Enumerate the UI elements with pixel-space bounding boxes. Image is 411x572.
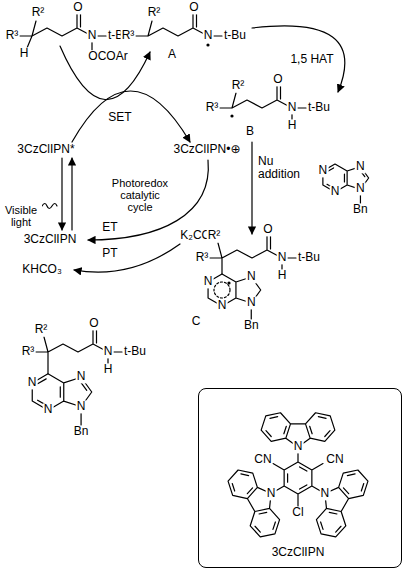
atom-label: N (103, 345, 114, 358)
atom-label: N (355, 160, 366, 173)
substituent-label: R² (34, 323, 49, 336)
carbazole-ring (306, 462, 372, 543)
atom-label: N (76, 371, 87, 384)
substituent-label: R² (31, 6, 46, 19)
atom-label: N (76, 400, 87, 413)
atom-label: N (266, 487, 277, 500)
atom-label: O (272, 73, 283, 86)
atom-label: N (203, 275, 214, 288)
step-label: SET (107, 111, 132, 124)
atom-label: O (262, 223, 273, 236)
substituent-label: R² (231, 79, 246, 92)
radical-dot (230, 114, 233, 117)
atom-label: N (277, 251, 288, 264)
atom-label: Cl (291, 506, 304, 519)
group-label: t-Bu (223, 29, 247, 42)
pt-arrow (74, 244, 180, 272)
catalyst-label: 3CzClIPN (23, 233, 78, 246)
atom-label: N (43, 404, 54, 417)
atom-label: O (88, 317, 99, 330)
excitation-arrow (71, 158, 72, 230)
group-label: t-Bu (123, 345, 147, 358)
atom-label: H (287, 119, 298, 132)
step-label: ET (101, 221, 118, 234)
relaxation-arrow (61, 158, 62, 230)
step-label: PT (101, 247, 118, 260)
group-label: t-Bu (307, 101, 331, 114)
group-label: Bn (73, 425, 90, 438)
substituent-label: R³ (195, 251, 210, 264)
light-wave (42, 204, 57, 209)
group-label: OCOAr (87, 50, 128, 63)
atom-label: H (19, 47, 30, 60)
compound-name: 3CzClIPN (271, 546, 326, 559)
et-arrow (88, 160, 208, 240)
radical-dot (206, 43, 209, 46)
atom-label: N (287, 101, 298, 114)
atom-label: N (217, 300, 228, 313)
substituent-label: R³ (205, 101, 220, 114)
reagent-label: KHCO₃ (21, 263, 63, 276)
delocalized-radical (214, 282, 230, 298)
nitrile-label: CN (253, 453, 272, 466)
adduct-bonds (209, 235, 296, 274)
group-label: t-Bu (297, 251, 321, 264)
light-label: Visible light (0, 204, 42, 228)
substituent-label: R² (147, 6, 162, 19)
substituent-label: R³ (21, 345, 36, 358)
nitrile-label: CN (325, 453, 344, 466)
cycle-label: Photoredox catalytic cycle (108, 177, 172, 213)
atom-label: N (203, 29, 214, 42)
compound-label: B (245, 125, 255, 138)
atom-label: O (72, 1, 83, 14)
group-label: Bn (243, 319, 260, 332)
atom-label: N (355, 183, 366, 196)
atom-label: O (188, 1, 199, 14)
atom-label: N (320, 487, 331, 500)
compound-label: A (167, 48, 177, 61)
bond-layer (19, 13, 373, 543)
hat-arrow (252, 26, 345, 92)
catalyst-label: 3CzClIPN•⊕ (173, 143, 242, 156)
atom-label: N (293, 440, 304, 453)
atom-label: N (246, 270, 257, 283)
group-label: Bn (352, 203, 369, 216)
structure-box: N CN CN N N Cl 3CzClIPN (198, 388, 402, 568)
atom-label: H (103, 363, 114, 376)
substituent-label: R³ (121, 29, 136, 42)
set-arrow (72, 91, 190, 142)
benzene-core (271, 447, 325, 507)
step-label: 1,5 HAT (289, 53, 334, 66)
catalyst-label: 3CzClIPN* (16, 143, 75, 156)
atom-label: N (318, 164, 329, 177)
substituent-label: R² (207, 229, 222, 242)
atom-label: N (87, 29, 98, 42)
carbazole-ring (223, 462, 289, 543)
atom-label: N (246, 296, 257, 309)
atom-label: H (277, 269, 288, 282)
addition-arrow (251, 142, 252, 234)
substituent-label: R³ (5, 29, 20, 42)
step-label: Nu addition (257, 155, 307, 181)
radical-dot (227, 281, 230, 284)
compound-label: C (191, 315, 202, 328)
atom-label: N (330, 185, 341, 198)
atom-label: N (27, 376, 38, 389)
